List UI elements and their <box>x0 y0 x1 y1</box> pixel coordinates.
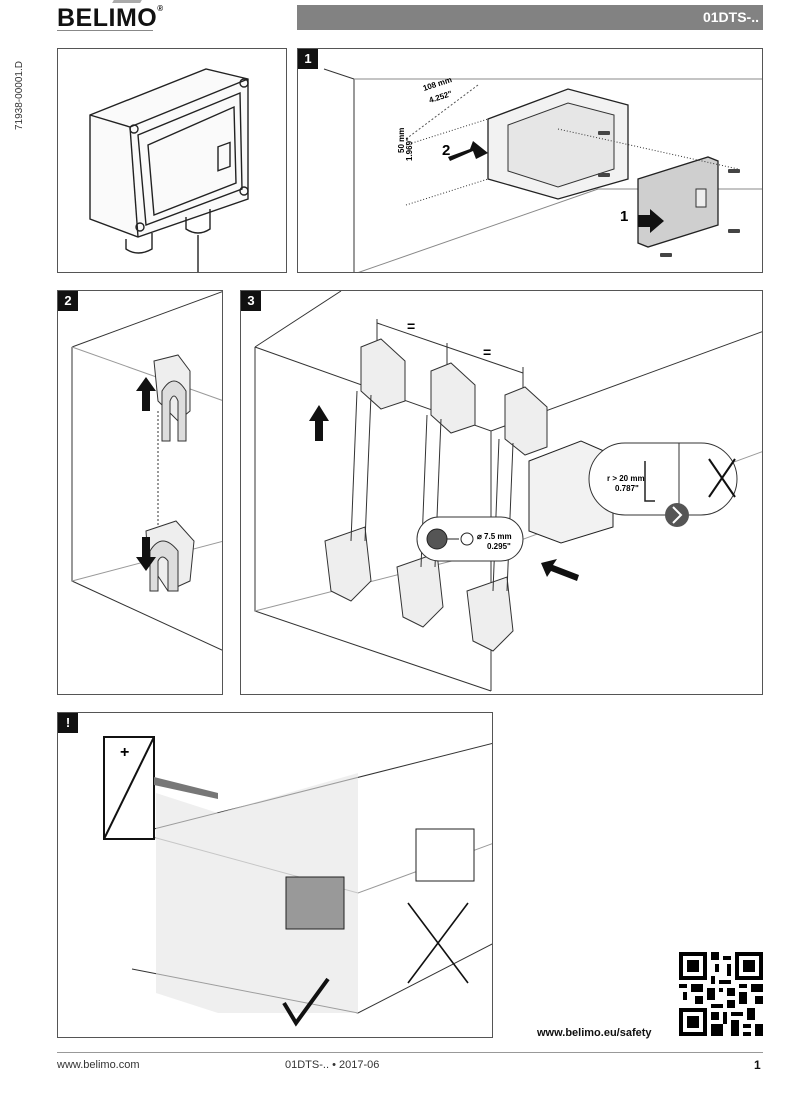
arrow-1-label: 1 <box>620 208 628 225</box>
warning-illustration: + <box>103 736 492 1027</box>
page-number: 1 <box>754 1058 761 1072</box>
footer-divider <box>57 1052 763 1053</box>
cross-icon <box>407 902 469 984</box>
drill-diameter-in: 0.295" <box>487 542 511 551</box>
footer-doc-ref: 01DTS-.. • 2017-06 <box>285 1059 380 1071</box>
drill-diameter-mm: ⌀ 7.5 mm <box>477 532 512 541</box>
plus-sign: + <box>120 744 129 761</box>
safety-link[interactable]: www.belimo.eu/safety <box>537 1027 652 1039</box>
step-badge: 2 <box>58 291 78 311</box>
warning-badge: ! <box>58 713 78 733</box>
device-illustration <box>89 68 249 272</box>
product-code: 01DTS-.. <box>702 9 759 25</box>
dimension-height-mm: 50 mm <box>397 128 406 153</box>
step-2-illustration <box>71 291 222 651</box>
cross-icon <box>708 458 736 498</box>
product-code-bar: 01DTS-.. <box>297 5 763 30</box>
brand-name: BELIMO <box>57 4 158 32</box>
bend-radius-in: 0.787" <box>615 484 639 493</box>
brand-logo: BELIMO® <box>57 4 164 33</box>
panel-device-overview <box>57 48 287 273</box>
registered-mark: ® <box>157 4 164 13</box>
checkmark-icon <box>282 977 330 1027</box>
bend-radius-callout: r > 20 mm 0.787" <box>588 442 738 527</box>
document-id: 71938-00001.D <box>14 60 28 135</box>
qr-code-icon[interactable] <box>679 952 763 1036</box>
arrow-2-label: 2 <box>442 142 450 159</box>
step-badge: 1 <box>298 49 318 69</box>
dimension-width-in: 4.252" <box>428 89 454 105</box>
panel-step-3: 3 = = <box>240 290 763 695</box>
brand-mark-icon <box>112 0 142 3</box>
drill-callout: ⌀ 7.5 mm 0.295" <box>416 516 524 562</box>
panel-step-2: 2 <box>57 290 223 695</box>
bend-radius-mm: r > 20 mm <box>607 474 645 483</box>
footer-website-link[interactable]: www.belimo.com <box>57 1059 140 1071</box>
dimension-height-in: 1.969" <box>405 137 414 161</box>
document-id-text: 71938-00001.D <box>14 61 25 130</box>
panel-warning: ! + <box>57 712 493 1038</box>
panel-step-1: 1 108 mm 4.252" 50 mm 1.969" 2 <box>297 48 763 273</box>
step-badge: 3 <box>241 291 261 311</box>
step-3-illustration: = = ⌀ 7.5 mm 0.295" r > <box>254 291 762 692</box>
logo-underline <box>57 30 153 31</box>
equal-spacing-2: = <box>483 344 491 360</box>
equal-spacing-1: = <box>407 318 415 334</box>
chevron-right-icon <box>665 503 689 527</box>
step-1-illustration: 108 mm 4.252" 50 mm 1.969" 2 1 <box>323 68 762 272</box>
